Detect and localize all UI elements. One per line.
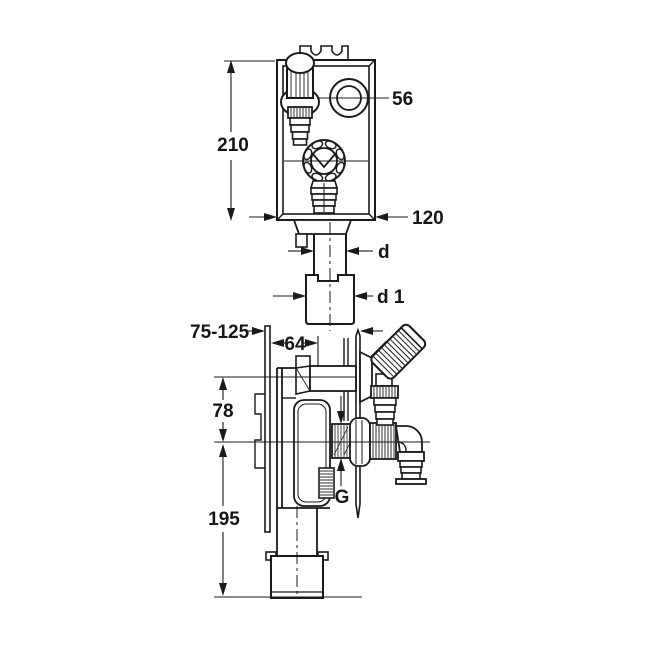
dim-pipe-label: d [378, 242, 390, 263]
dim-width-label: 120 [412, 208, 444, 229]
dim-height-label: 210 [217, 135, 249, 156]
dim-hole-56: 56 [392, 89, 413, 110]
dial-hose-connector [309, 180, 339, 214]
adjustment-wheel [318, 467, 335, 499]
mounting-clip [254, 393, 265, 469]
valve-ring-nut [370, 385, 399, 399]
dim-thread-g: G [335, 396, 350, 508]
union-nut [369, 422, 397, 460]
dim-offset-78: 78 [212, 377, 234, 442]
inlet-pipe-to-wall [309, 365, 357, 392]
dim-sleeve-label: d 1 [377, 287, 405, 308]
dim-wall-range: 75-125 [190, 322, 383, 343]
outlet-flange [292, 219, 353, 248]
side-view: 75-125 64 78 [190, 322, 430, 599]
dim-length-195: 195 [208, 444, 362, 598]
valve-handle [370, 323, 427, 380]
dim-pipe-d: d [288, 242, 390, 263]
shutoff-valve-front [280, 52, 320, 146]
dim-depth-64: 64 [271, 334, 319, 367]
inspection-hole [329, 78, 369, 118]
dim-sleeve-d1: d 1 [273, 287, 405, 308]
drain-pipe [265, 506, 329, 599]
outlet-pipe-d [313, 234, 347, 275]
dim-width-120: 120 [249, 208, 444, 229]
valve-knob [285, 52, 315, 74]
elbow-hose-connector [395, 460, 427, 485]
wall-mounting-plate [254, 325, 271, 533]
dim-offset-label: 78 [212, 401, 233, 422]
rosette-dial [284, 139, 368, 214]
dim-wall-range-label: 75-125 [190, 322, 250, 343]
dim-length-label: 195 [208, 509, 240, 530]
dim-thread-label: G [335, 487, 350, 508]
dim-height-210: 210 [217, 60, 275, 221]
drain-elbow [394, 425, 427, 485]
dim-depth-label: 64 [284, 334, 306, 355]
dim-hole-label: 56 [392, 89, 413, 110]
dial-chevron [311, 152, 337, 169]
valve-hose-connector [289, 117, 311, 146]
front-view: 210 56 120 d d 1 [217, 45, 444, 331]
valve-hose-connector-side [373, 397, 397, 426]
angle-valve [359, 323, 427, 426]
